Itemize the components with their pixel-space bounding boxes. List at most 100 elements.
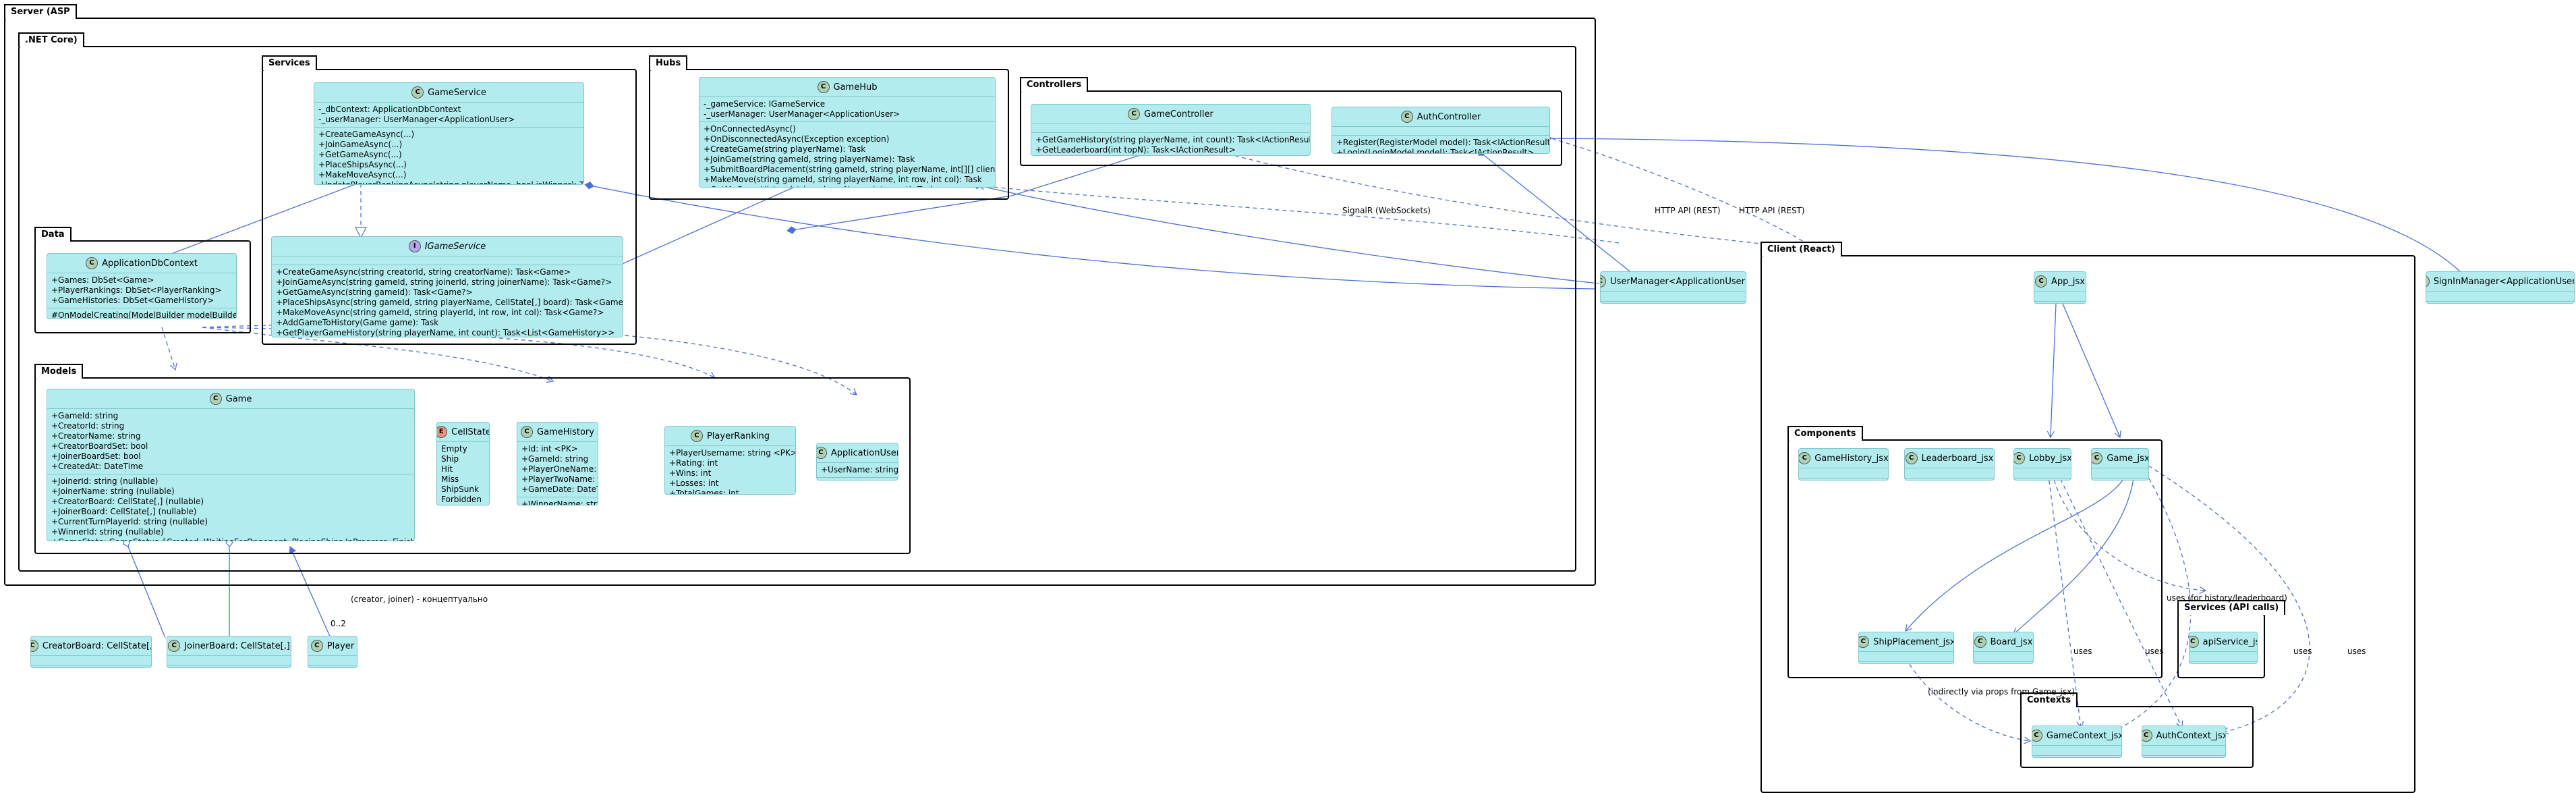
class-fields xyxy=(272,256,623,265)
class-icon: C xyxy=(690,430,703,442)
class-name: Player xyxy=(326,640,355,651)
class-icon: C xyxy=(817,81,830,93)
method-line: +SubmitBoardPlacement(string gameId, str… xyxy=(704,165,996,174)
field-line: +PlayerOneName: string xyxy=(521,464,598,474)
class-methods xyxy=(1974,662,2033,663)
class-fields xyxy=(1601,292,1746,302)
method-line: +OnConnectedAsync() xyxy=(704,124,796,134)
method-line: +CreateGameAsync(string creatorId, strin… xyxy=(276,267,571,277)
class-methods: +GetGameHistory(string playerName, int c… xyxy=(1031,133,1310,156)
label-http-2: HTTP API (REST) xyxy=(1739,206,1805,215)
field-line: -_userManager: UserManager<ApplicationUs… xyxy=(318,115,515,124)
method-line: +JoinerId: string (nullable) xyxy=(51,476,159,486)
method-line: +PlaceShipsAsync(string gameId, string p… xyxy=(276,298,623,307)
class-methods xyxy=(2189,662,2257,663)
edge-signinmanager-authcontroller xyxy=(1542,134,2463,274)
class-fields xyxy=(2014,468,2071,478)
class-usermanager[interactable]: CUserManager<ApplicationUser> xyxy=(1600,271,1746,304)
method-line: #OnModelCreating(ModelBuilder modelBuild… xyxy=(51,310,237,319)
edge-dbcontext-playerranking xyxy=(202,327,716,379)
class-name: Game_jsx xyxy=(2107,453,2149,464)
class-name: ShipPlacement_jsx xyxy=(1873,636,1954,647)
edge-usermanager-gameservice xyxy=(584,182,1596,290)
edge-game-creatorboard xyxy=(123,538,166,638)
method-line: +JoinerName: string (nullable) xyxy=(51,487,175,496)
method-line: +WinnerId: string (nullable) xyxy=(51,527,164,537)
class-fields xyxy=(2189,652,2257,662)
class-name: GameHub xyxy=(833,82,878,92)
package-client-services: Services (API calls) xyxy=(2177,600,2286,678)
edge-usermanager-gamehub xyxy=(972,182,1599,284)
method-line: +WinnerName: string (nullable) xyxy=(521,499,598,505)
class-icon: C xyxy=(1859,636,1870,648)
method-line: +JoinGame(string gameId, string playerNa… xyxy=(704,155,915,164)
method-line: +MakeMove(string gameId, string playerNa… xyxy=(704,175,982,184)
class-name: GameContext_jsx xyxy=(2046,730,2122,741)
class-icon: C xyxy=(1128,108,1141,120)
field-line: Ship xyxy=(441,454,459,464)
field-line: +GameDate: DateTime xyxy=(521,485,598,494)
class-signinmanager[interactable]: CSignInManager<ApplicationUser> xyxy=(2426,271,2575,304)
class-icon: C xyxy=(2189,636,2199,648)
method-line: +CurrentTurnPlayerId: string (nullable) xyxy=(51,517,208,526)
label-uses-3: uses xyxy=(2293,647,2312,656)
class-icon: C xyxy=(1799,452,1811,464)
field-line: Forbidden xyxy=(441,495,482,504)
package-data: Data xyxy=(34,227,251,333)
class-icon: C xyxy=(2426,275,2430,288)
class-fields xyxy=(167,656,291,666)
class-fields: -_gameService: IGameService-_userManager… xyxy=(699,97,995,122)
method-line: -UpdatePlayerRankingAsync(string playerN… xyxy=(318,180,584,185)
class-name: GameService xyxy=(428,87,486,98)
class-creatorboard[interactable]: CCreatorBoard: CellState[,] xyxy=(30,636,152,668)
package-components-label: Components xyxy=(1787,426,1863,441)
method-line: +CreatorBoard: CellState[,] (nullable) xyxy=(51,497,204,506)
class-fields xyxy=(2426,292,2574,302)
class-icon: C xyxy=(1905,452,1918,464)
field-line: +CreatorName: string xyxy=(51,431,141,441)
class-icon: C xyxy=(817,447,827,459)
package-client-label: Client (React) xyxy=(1761,242,1842,256)
edge-dbcontext-game xyxy=(161,327,177,371)
package-data-label: Data xyxy=(34,227,71,242)
edge-game-shipplacement xyxy=(1905,465,2129,632)
method-line: +GetLeaderboard(int topN): Task<IActionR… xyxy=(1035,145,1236,155)
class-methods xyxy=(1859,662,1953,663)
method-line: +GetOpenGames(): Task<IActionResult> ' E… xyxy=(1035,155,1306,156)
method-line: +AddGameToHistory(Game game): Task xyxy=(276,318,439,327)
enum-icon: E xyxy=(437,426,448,438)
